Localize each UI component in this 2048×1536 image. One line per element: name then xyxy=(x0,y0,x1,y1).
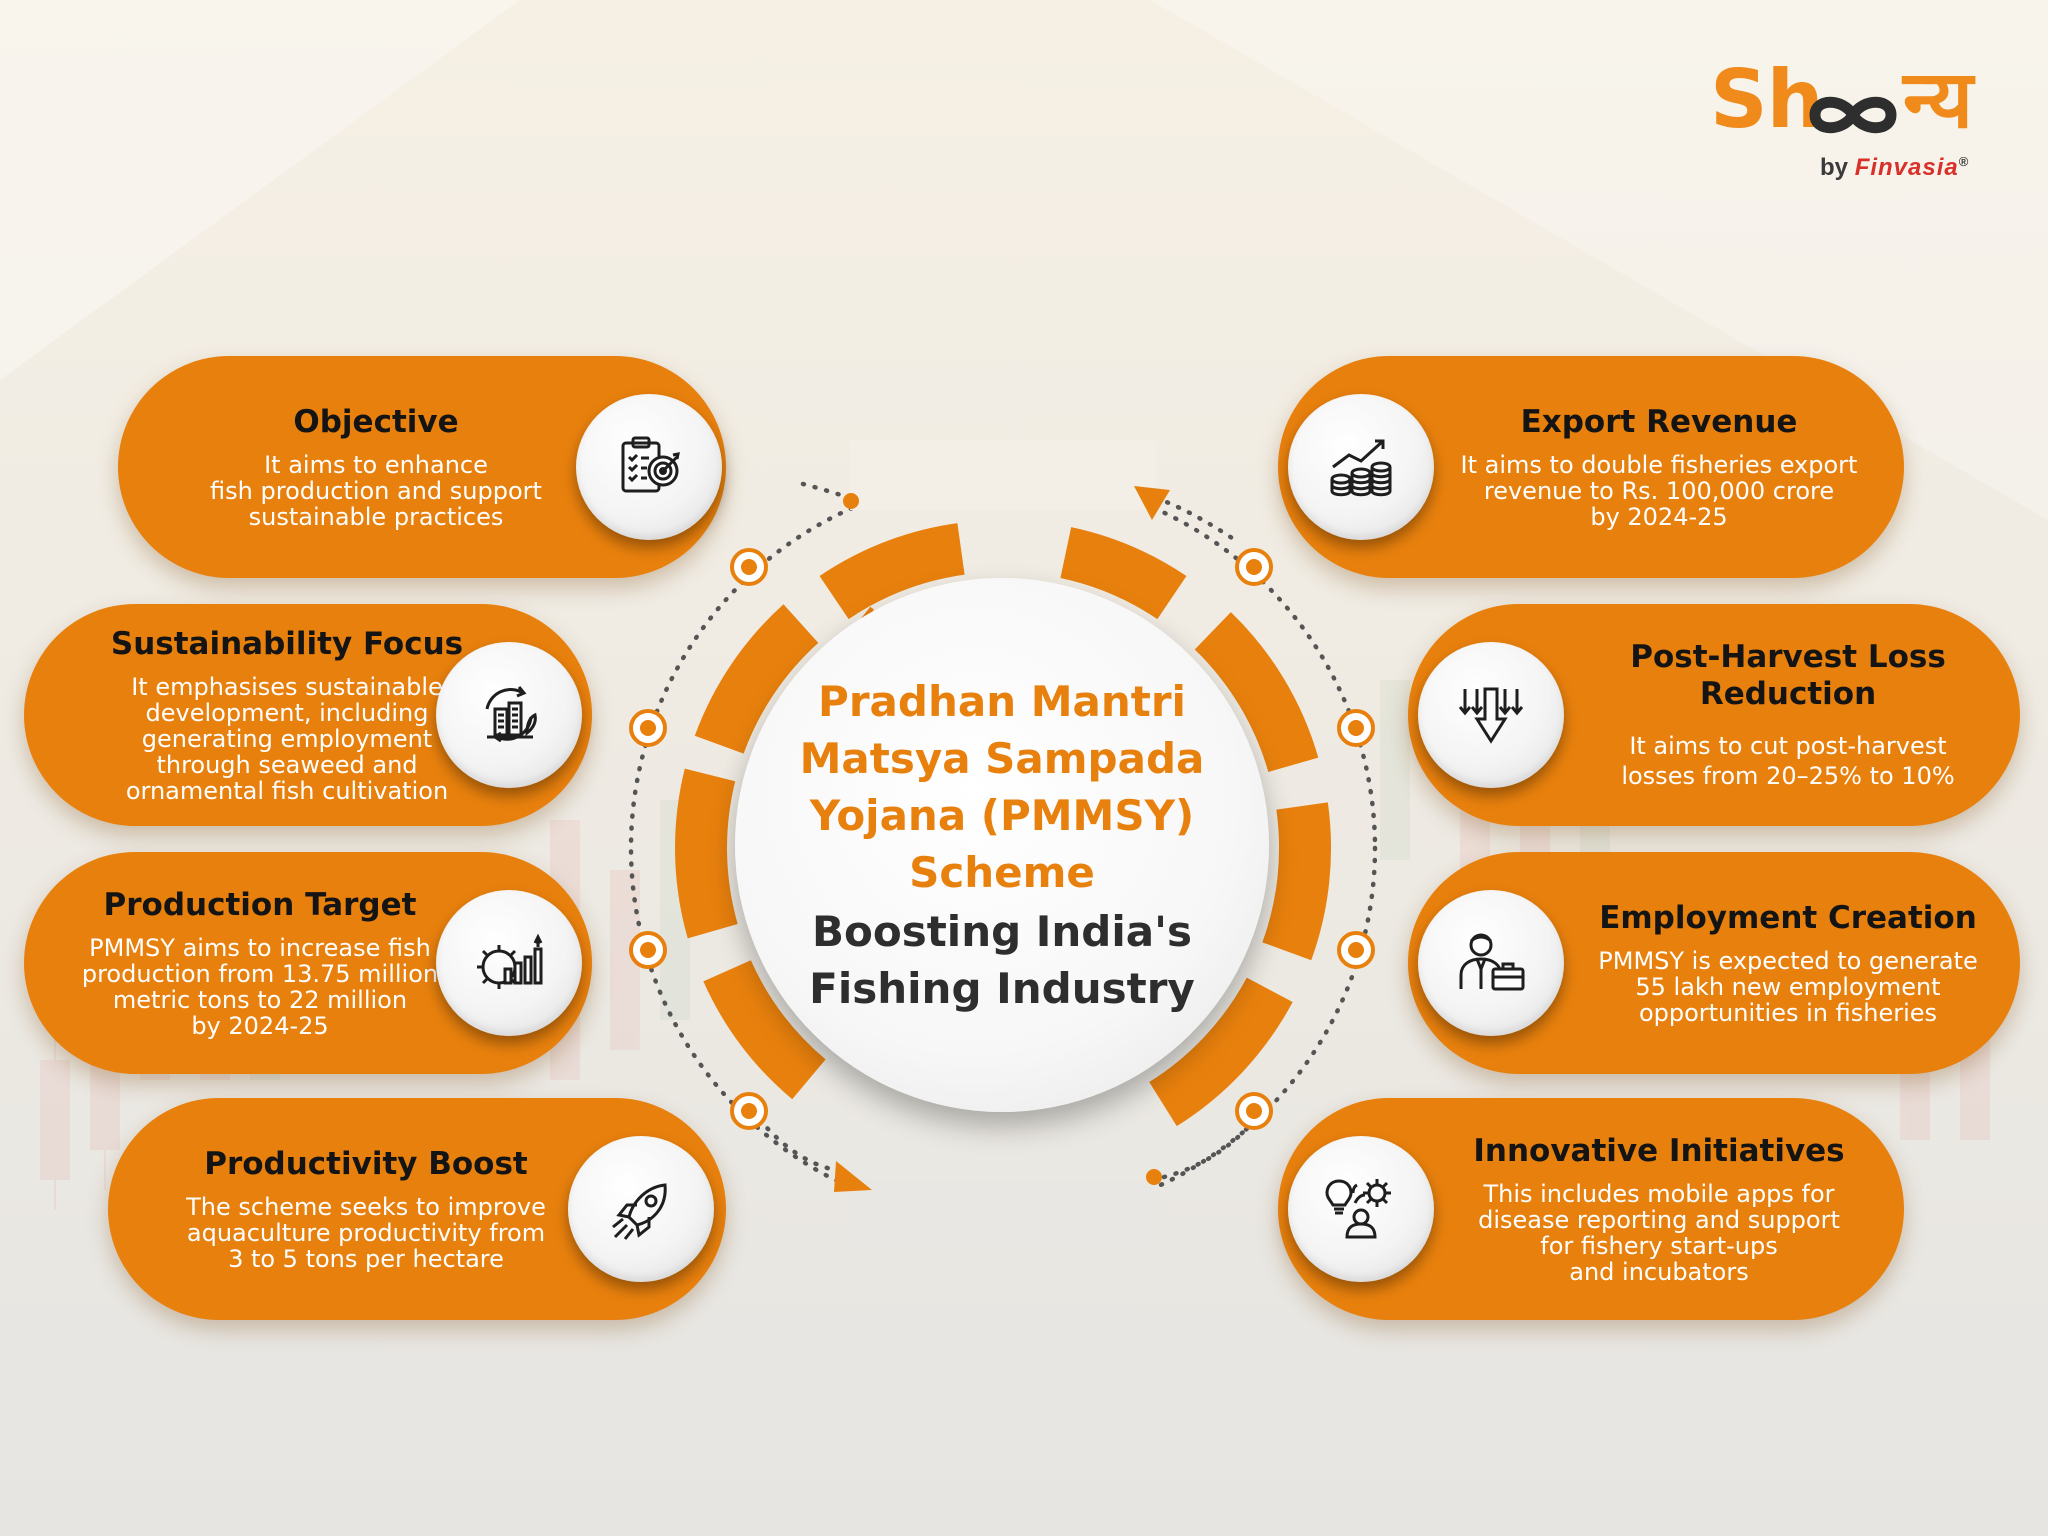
card-title: Innovative Initiatives xyxy=(1473,1133,1845,1170)
arc-segment xyxy=(1148,977,1293,1127)
arrow-head-icon xyxy=(834,1161,872,1192)
sustainable-city-icon xyxy=(485,686,537,743)
ring-end-dot xyxy=(843,493,859,509)
arc-segment xyxy=(1194,612,1319,773)
logo-brand: Finvasia xyxy=(1854,154,1959,181)
card-post-harvest-loss-reduction: Post-Harvest Loss Reduction It aims to c… xyxy=(1408,604,2020,826)
card-title: Export Revenue xyxy=(1520,404,1798,441)
card-title: Employment Creation xyxy=(1599,900,1977,937)
card-title: Production Target xyxy=(103,887,417,924)
shoonya-logo: Sh न्य by Finvasia® xyxy=(1705,60,2005,190)
card-objective: Objective It aims to enhance fish produc… xyxy=(118,356,726,578)
card-text: It aims to cut post-harvest losses from … xyxy=(1621,732,1955,791)
infinity-logo-icon xyxy=(1809,96,1897,134)
arc-segment xyxy=(1262,802,1332,961)
icon-badge xyxy=(1288,1136,1434,1282)
card-text: It aims to enhance fish production and s… xyxy=(210,450,542,531)
gear-growth-chart-icon xyxy=(477,933,543,989)
icon-badge xyxy=(568,1136,714,1282)
card-employment-creation: Employment Creation PMMSY is expected to… xyxy=(1408,852,2020,1074)
card-production-target: Production Target PMMSY aims to increase… xyxy=(24,852,592,1074)
card-export-revenue: Export Revenue It aims to double fisheri… xyxy=(1278,356,1904,578)
scheme-title: Pradhan Mantri Matsya Sampada Yojana (PM… xyxy=(799,677,1205,897)
icon-badge xyxy=(1288,394,1434,540)
card-title: Objective xyxy=(293,404,459,441)
coins-growth-icon xyxy=(1330,439,1392,497)
card-sustainability-focus: Sustainability Focus It emphasises susta… xyxy=(24,604,592,826)
scheme-subtitle: Boosting India's Fishing Industry xyxy=(809,907,1195,1013)
arc-segment xyxy=(694,604,819,755)
card-text: This includes mobile apps for disease re… xyxy=(1478,1179,1840,1286)
card-productivity-boost: Productivity Boost The scheme seeks to i… xyxy=(108,1098,726,1320)
card-text: The scheme seeks to improve aquaculture … xyxy=(186,1192,546,1273)
icon-badge xyxy=(436,642,582,788)
logo-by: by xyxy=(1820,154,1849,181)
logo-hindi-text: न्य xyxy=(1903,53,1973,146)
logo-text: Sh xyxy=(1710,53,1824,146)
card-text: PMMSY aims to increase fish production f… xyxy=(81,933,439,1040)
clipboard-target-icon xyxy=(621,436,680,493)
center-title-circle: Pradhan Mantri Matsya Sampada Yojana (PM… xyxy=(735,578,1269,1112)
card-text: It emphasises sustainable development, i… xyxy=(125,672,449,805)
icon-badge xyxy=(1418,642,1564,788)
icon-badge xyxy=(1418,890,1564,1036)
innovation-person-icon xyxy=(1325,1179,1391,1239)
card-text: It aims to double fisheries export reven… xyxy=(1460,450,1858,531)
card-title: Post-Harvest Loss Reduction xyxy=(1630,638,1946,712)
arc-segment xyxy=(819,523,966,620)
card-title: Productivity Boost xyxy=(204,1146,528,1183)
logo-subtitle: by Finvasia® xyxy=(1820,154,1968,182)
rocket-icon xyxy=(612,1183,667,1240)
card-title: Sustainability Focus xyxy=(110,626,464,663)
logo-registered-mark: ® xyxy=(1958,154,1969,169)
arc-segment xyxy=(703,959,826,1100)
arc-segment xyxy=(1059,527,1187,620)
ring-node-markers xyxy=(629,548,1375,1130)
card-innovative-initiatives: Innovative Initiatives This includes mob… xyxy=(1278,1098,1904,1320)
arrow-head-icon xyxy=(1134,486,1170,520)
card-text: PMMSY is expected to generate 55 lakh ne… xyxy=(1598,946,1978,1027)
down-arrows-icon xyxy=(1458,687,1524,744)
icon-badge xyxy=(436,890,582,1036)
ring-end-dot xyxy=(1146,1169,1162,1185)
businessman-briefcase-icon xyxy=(1459,933,1525,991)
icon-badge xyxy=(576,394,722,540)
arc-segment xyxy=(675,768,738,939)
